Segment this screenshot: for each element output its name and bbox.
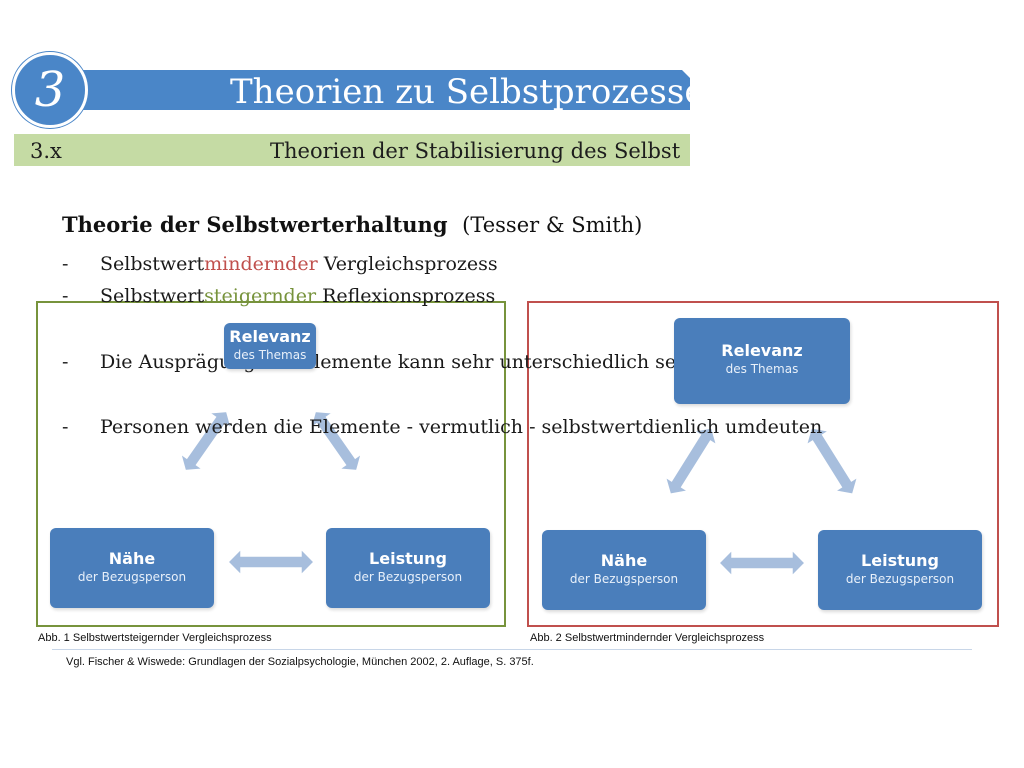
heading-theory: Theorie der Selbstwerterhaltung [62, 212, 448, 237]
caption-right: Abb. 2 Selbstwertmindernder Vergleichspr… [530, 632, 765, 644]
heading-authors: (Tesser & Smith) [462, 213, 643, 237]
node-subtitle: der Bezugsperson [77, 570, 187, 584]
node-right-naehe: Nähe der Bezugsperson [542, 530, 706, 610]
chapter-number-circle [12, 52, 88, 128]
bullet-dash: - [62, 285, 69, 307]
section-title: Theorien der Stabilisierung des Selbst [270, 139, 681, 163]
node-title: Nähe [108, 549, 156, 568]
arrow-right-naehe-leistung [718, 549, 806, 577]
bullet-suffix: Reflexionsprozess [316, 285, 496, 307]
bullet-dash: - [62, 416, 69, 438]
subtitle-bar [14, 134, 690, 166]
bullet-1: - Selbstwertmindernder Vergleichsprozess [62, 252, 662, 276]
footer-divider [52, 649, 972, 650]
node-title: Relevanz [721, 341, 803, 360]
node-subtitle: des Themas [233, 348, 307, 362]
caption-left: Abb. 1 Selbstwertsteigernder Vergleichsp… [38, 632, 272, 644]
content-heading: Theorie der Selbstwerterhaltung (Tesser … [62, 212, 642, 237]
bullet-text: Personen werden die Elemente - vermutlic… [100, 416, 823, 438]
node-title: Relevanz [229, 327, 311, 346]
bullet-text: Selbstwertsteigernder Reflexionsprozess [100, 284, 495, 308]
bullet-text: Selbstwertmindernder Vergleichsprozess [100, 252, 498, 276]
bullet-prefix: Selbstwert [100, 253, 205, 275]
section-number: 3.x [30, 139, 62, 163]
bullet-3: - Die Ausprägung der Elemente kann sehr … [62, 350, 722, 374]
node-left-naehe: Nähe der Bezugsperson [50, 528, 214, 608]
node-right-leistung: Leistung der Bezugsperson [818, 530, 982, 610]
diagram-frame-right [527, 301, 999, 627]
node-left-relevanz: Relevanz des Themas [224, 323, 316, 369]
node-left-leistung: Leistung der Bezugsperson [326, 528, 490, 608]
citation: Vgl. Fischer & Wiswede: Grundlagen der S… [66, 656, 534, 668]
bullet-text: Die Ausprägung der Elemente kann sehr un… [100, 351, 695, 373]
node-title: Leistung [861, 551, 939, 570]
node-subtitle: der Bezugsperson [569, 572, 679, 586]
node-subtitle: der Bezugsperson [353, 570, 463, 584]
bullet-2: - Selbstwertsteigernder Reflexionsprozes… [62, 284, 662, 308]
bullet-dash: - [62, 351, 69, 373]
bullet-suffix: Vergleichsprozess [317, 253, 498, 275]
node-title: Leistung [369, 549, 447, 568]
title-bar-corner [682, 70, 691, 79]
chapter-number: 3 [34, 62, 66, 118]
bullet-4: - Personen werden die Elemente - vermutl… [62, 415, 822, 439]
title-bar [74, 70, 690, 110]
node-subtitle: der Bezugsperson [845, 572, 955, 586]
arrow-left-naehe-leistung [227, 548, 315, 576]
diagram-frame-left [36, 301, 506, 627]
bullet-highlight-green: steigernder [204, 285, 317, 307]
bullet-prefix: Selbstwert [100, 285, 205, 307]
bullet-dash: - [62, 253, 69, 275]
node-right-relevanz: Relevanz des Themas [674, 318, 850, 404]
citation-rest: : Grundlagen der Sozialpsychologie, Münc… [182, 656, 534, 668]
citation-authors: Vgl. Fischer & Wiswede [66, 656, 183, 668]
bullet-highlight-red: mindernder [204, 253, 318, 275]
node-title: Nähe [600, 551, 648, 570]
node-subtitle: des Themas [725, 362, 799, 376]
page-title: Theorien zu Selbstprozessen [230, 72, 727, 112]
